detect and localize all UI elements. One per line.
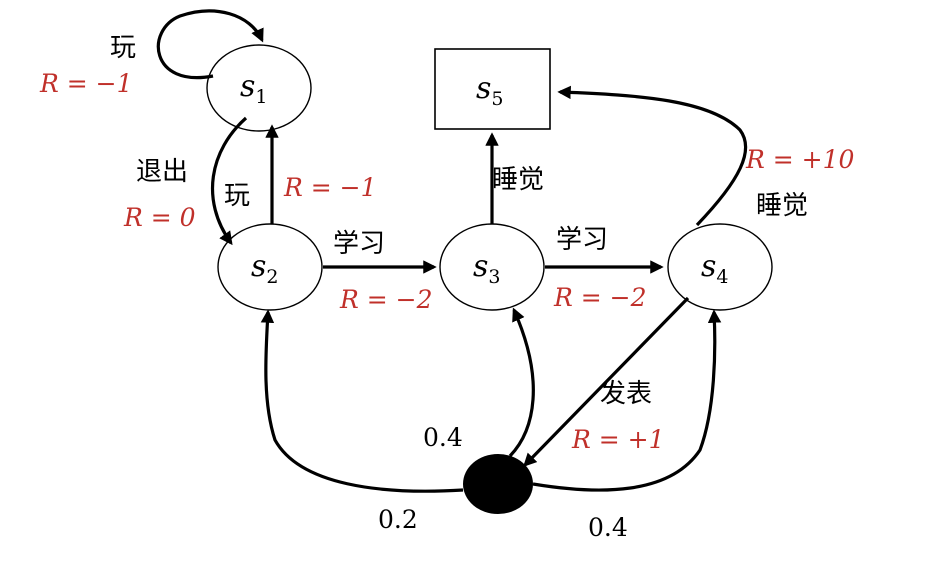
- state-s4-subscript: 4: [716, 266, 728, 288]
- action-label-s1-self: 玩: [110, 33, 136, 63]
- reward-label-s1-self: R = −1: [39, 69, 133, 98]
- state-s1-node: [206, 44, 312, 132]
- probability-label-to-s4: 0.4: [588, 513, 628, 542]
- action-label-s2-to-s3: 学习: [333, 229, 385, 259]
- state-s3-symbol: s: [473, 249, 488, 284]
- state-s1-subscript: 1: [255, 86, 267, 108]
- edge-s1-to-s2: [210, 116, 248, 246]
- state-s2-symbol: s: [251, 249, 266, 284]
- reward-label-s1-to-s2: R = 0: [123, 203, 196, 232]
- action-label-s3-to-s5: 睡觉: [492, 165, 544, 195]
- state-s3-label: s3: [473, 249, 501, 288]
- reward-label-s4-to-chance: R = +1: [571, 425, 665, 454]
- edge-s4-to-s5: [557, 85, 748, 227]
- edge-chance-to-s3: [508, 307, 535, 458]
- state-s5-subscript: 5: [491, 88, 503, 110]
- probability-label-to-s2: 0.2: [378, 505, 418, 534]
- action-label-s4-to-chance: 发表: [600, 379, 652, 409]
- reward-label-s4-to-s5: R = +10: [745, 145, 855, 174]
- state-s5-terminal-box: [434, 48, 551, 130]
- action-label-s1-to-s2: 退出: [136, 157, 188, 187]
- state-s3-subscript: 3: [488, 266, 500, 288]
- reward-label-s3-to-s4: R = −2: [553, 283, 647, 312]
- edge-s4-to-chance: [523, 296, 690, 467]
- action-label-s2-to-s1: 玩: [224, 181, 250, 211]
- state-s5-label: s5: [476, 71, 504, 110]
- action-label-s4-to-s5: 睡觉: [756, 191, 808, 221]
- state-s4-symbol: s: [701, 249, 716, 284]
- action-label-s3-to-s4: 学习: [556, 225, 608, 255]
- probability-label-to-s3: 0.4: [423, 423, 463, 452]
- state-s2-label: s2: [251, 249, 279, 288]
- state-s1-label: s1: [240, 69, 268, 108]
- edge-chance-to-s4: [532, 309, 722, 492]
- reward-label-s2-to-s3: R = −2: [339, 285, 433, 314]
- edge-s1-self-loop: [156, 9, 264, 80]
- state-s2-subscript: 2: [266, 266, 278, 288]
- chance-node: [463, 454, 533, 514]
- state-s5-symbol: s: [476, 71, 491, 106]
- state-s4-label: s4: [701, 249, 729, 288]
- state-s1-symbol: s: [240, 69, 255, 104]
- reward-label-s2-to-s1: R = −1: [283, 173, 377, 202]
- edge-chance-to-s2: [260, 309, 464, 493]
